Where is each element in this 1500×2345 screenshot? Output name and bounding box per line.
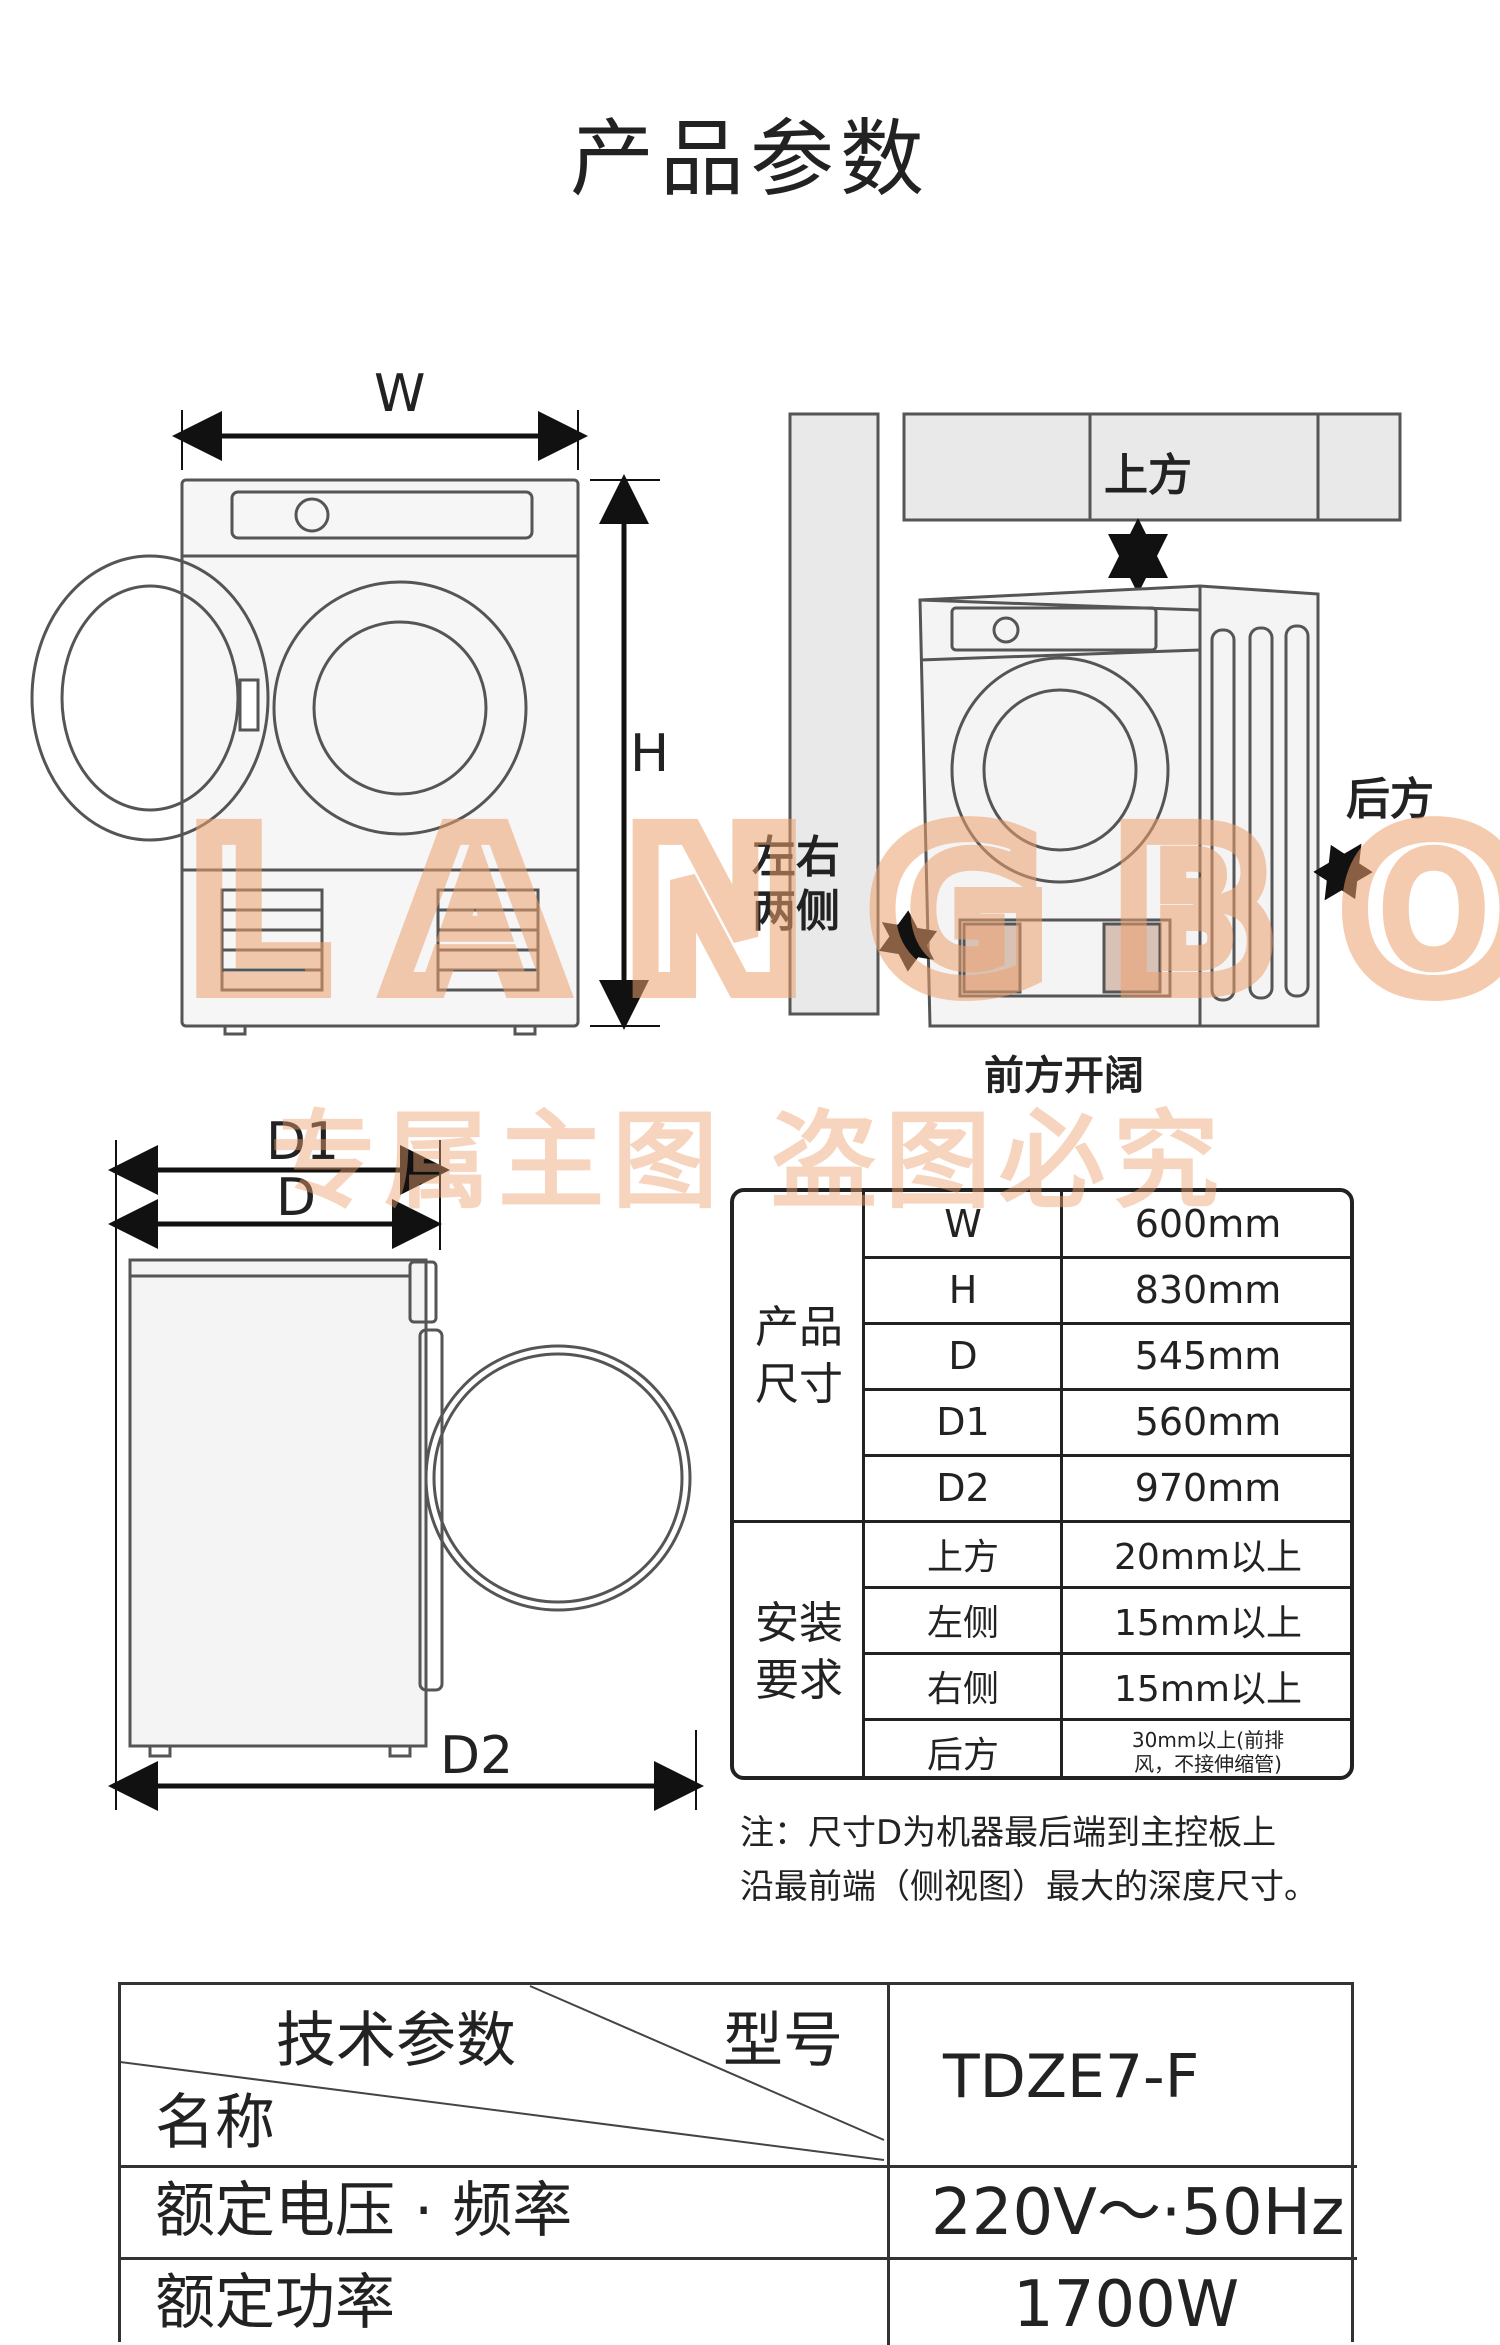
dim-key-d: D: [948, 1334, 978, 1378]
dim-value-h: 830mm: [1134, 1268, 1282, 1312]
tech-spec-table: 技术参数 型号 名称 TDZE7-F 额定电压 · 频率 220V～·50Hz …: [118, 1982, 1357, 2345]
install-value-top: 20mm以上: [1114, 1537, 1302, 1578]
d-dimension-label: D: [276, 1168, 317, 1228]
tech-row-voltage-name: 额定电压 · 频率: [155, 2176, 573, 2246]
tech-row-voltage-value: 220V～·50Hz: [931, 2176, 1345, 2250]
install-key-back: 后方: [926, 1735, 999, 1776]
front-view-drawing: [30, 410, 660, 1036]
install-value-back: 30mm以上(前排 风，不接伸缩管): [1131, 1728, 1285, 1776]
clearance-top-label: 上方: [1104, 450, 1192, 501]
install-key-top: 上方: [926, 1537, 999, 1578]
dim-value-d2: 970mm: [1134, 1466, 1282, 1510]
install-value-left: 15mm以上: [1114, 1603, 1302, 1644]
dimension-note-line-2: 沿最前端（侧视图）最大的深度尺寸。: [740, 1867, 1318, 1907]
width-dimension-label: W: [374, 364, 426, 424]
clearance-front-label: 前方开阔: [984, 1053, 1144, 1099]
dim-value-d1: 560mm: [1134, 1400, 1282, 1444]
clearance-sides-label-1: 左右: [752, 832, 840, 883]
d1-dimension-label: D1: [266, 1112, 340, 1172]
height-dimension-label: H: [630, 724, 670, 784]
dim-value-w: 600mm: [1134, 1202, 1282, 1246]
dim-key-d2: D2: [936, 1466, 990, 1510]
tech-header-name: 名称: [155, 2088, 275, 2158]
dimension-note-line-1: 注：尺寸D为机器最后端到主控板上: [740, 1813, 1277, 1853]
install-key-left: 左侧: [926, 1603, 999, 1644]
clearance-back-label: 后方: [1346, 774, 1434, 825]
d2-dimension-label: D2: [440, 1726, 514, 1786]
dimensions-table: 产品 尺寸 安装 要求 W 600mm H 830mm D 545mm D1 5…: [730, 1188, 1354, 1780]
install-value-right: 15mm以上: [1114, 1669, 1302, 1710]
tech-header-model: 型号: [723, 2006, 843, 2076]
dim-key-w: W: [944, 1202, 982, 1246]
dim-value-d: 545mm: [1134, 1334, 1282, 1378]
watermark-chinese: 专属主图 盗图必究: [270, 1098, 1227, 1223]
dim-key-h: H: [948, 1268, 978, 1312]
page-title: 产品参数: [569, 110, 930, 208]
tech-header-param: 技术参数: [276, 2006, 516, 2076]
tech-table-diagonals: [119, 1985, 885, 2161]
tech-row-power-name: 额定功率: [155, 2268, 395, 2338]
install-view-drawing: [788, 412, 1402, 1028]
install-key-right: 右侧: [926, 1669, 999, 1710]
side-view-drawing: [108, 1140, 704, 1811]
install-requirement-group-label: 安装 要求: [755, 1597, 843, 1706]
tech-row-power-value: 1700W: [1013, 2268, 1240, 2342]
dimension-note: 注：尺寸D为机器最后端到主控板上 沿最前端（侧视图）最大的深度尺寸。: [740, 1806, 1380, 1914]
product-size-group-label: 产品 尺寸: [755, 1301, 843, 1410]
clearance-sides-label-2: 两侧: [752, 886, 840, 937]
dim-key-d1: D1: [936, 1400, 990, 1444]
tech-model-value: TDZE7-F: [943, 2042, 1200, 2112]
